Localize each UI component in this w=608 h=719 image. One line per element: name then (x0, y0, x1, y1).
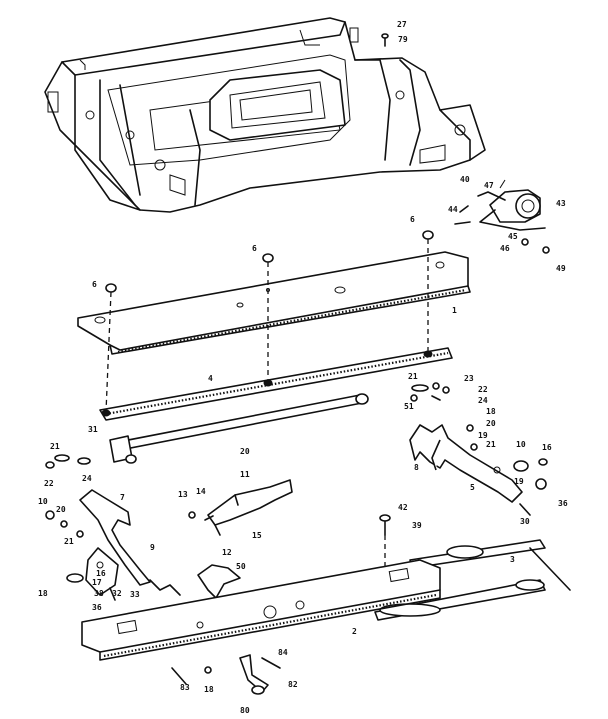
callout-38: 38 (94, 589, 104, 598)
callout-4: 4 (208, 374, 213, 383)
lever-left (45, 489, 151, 586)
callout-82: 82 (288, 680, 298, 689)
callout-36: 36 (558, 499, 568, 508)
nut-6-right (422, 230, 434, 240)
callout-33: 33 (130, 590, 140, 599)
callout-2: 2 (352, 627, 357, 636)
callout-45: 45 (508, 232, 518, 241)
callout-22: 22 (44, 479, 54, 488)
base-plate-2 (81, 559, 441, 661)
callout-7: 7 (120, 493, 125, 502)
callout-6: 6 (92, 280, 97, 289)
callout-16: 16 (96, 569, 106, 578)
screw-42 (379, 514, 391, 585)
callout-32: 32 (112, 589, 122, 598)
callout-83: 83 (180, 683, 190, 692)
callout-46: 46 (500, 244, 510, 253)
callout-18: 18 (204, 685, 214, 694)
callout-3: 3 (510, 555, 515, 564)
nut-6-left (105, 283, 117, 293)
motor-assembly (454, 179, 550, 254)
callout-19: 19 (514, 477, 524, 486)
callout-23: 23 (464, 374, 474, 383)
screw-27 (381, 33, 389, 47)
pin-cluster-mid-right (410, 382, 450, 402)
callout-16: 16 (542, 443, 552, 452)
rack-bar-4 (99, 347, 453, 421)
callout-12: 12 (222, 548, 232, 557)
callout-9: 9 (150, 543, 155, 552)
callout-labels: 2779666144047434445464921512322243120182… (38, 20, 568, 715)
callout-10: 10 (516, 440, 526, 449)
shaft-20 (109, 393, 369, 464)
callout-20: 20 (240, 447, 250, 456)
callout-18: 18 (38, 589, 48, 598)
callout-36: 36 (92, 603, 102, 612)
callout-51: 51 (404, 402, 414, 411)
callout-49: 49 (556, 264, 566, 273)
callout-20: 20 (486, 419, 496, 428)
callout-42: 42 (398, 503, 408, 512)
callout-15: 15 (252, 531, 262, 540)
carriage-frame-assembly (44, 17, 486, 213)
bracket-38 (66, 547, 119, 601)
callout-14: 14 (196, 487, 206, 496)
callout-20: 20 (56, 505, 66, 514)
callout-31: 31 (88, 425, 98, 434)
callout-47: 47 (484, 181, 494, 190)
callout-24: 24 (82, 474, 92, 483)
callout-44: 44 (448, 205, 458, 214)
callout-5: 5 (470, 483, 475, 492)
callout-18: 18 (486, 407, 496, 416)
callout-8: 8 (414, 463, 419, 472)
callout-6: 6 (252, 244, 257, 253)
callout-21: 21 (408, 372, 418, 381)
callout-11: 11 (240, 470, 250, 479)
callout-10: 10 (38, 497, 48, 506)
bracket-11 (188, 479, 293, 536)
callout-6: 6 (410, 215, 415, 224)
alignment-lines (105, 239, 429, 413)
callout-21: 21 (50, 442, 60, 451)
callout-43: 43 (556, 199, 566, 208)
callout-19: 19 (478, 431, 488, 440)
nut-6-center (262, 253, 274, 263)
callout-39: 39 (412, 521, 422, 530)
spring-12 (149, 564, 241, 599)
callout-24: 24 (478, 396, 488, 405)
callout-84: 84 (278, 648, 288, 657)
callout-13: 13 (178, 490, 188, 499)
toothed-plate-1 (77, 251, 471, 355)
callout-50: 50 (236, 562, 246, 571)
linkage-3-upper (409, 539, 571, 591)
callout-80: 80 (240, 706, 250, 715)
callout-79: 79 (398, 35, 408, 44)
callout-40: 40 (460, 175, 470, 184)
callout-30: 30 (520, 517, 530, 526)
callout-22: 22 (478, 385, 488, 394)
callout-21: 21 (486, 440, 496, 449)
pin-cluster-left (45, 454, 91, 469)
callout-1: 1 (452, 306, 457, 315)
callout-17: 17 (92, 578, 102, 587)
lever-right (409, 424, 548, 516)
callout-27: 27 (397, 20, 407, 29)
bottom-parts (171, 654, 281, 695)
callout-21: 21 (64, 537, 74, 546)
